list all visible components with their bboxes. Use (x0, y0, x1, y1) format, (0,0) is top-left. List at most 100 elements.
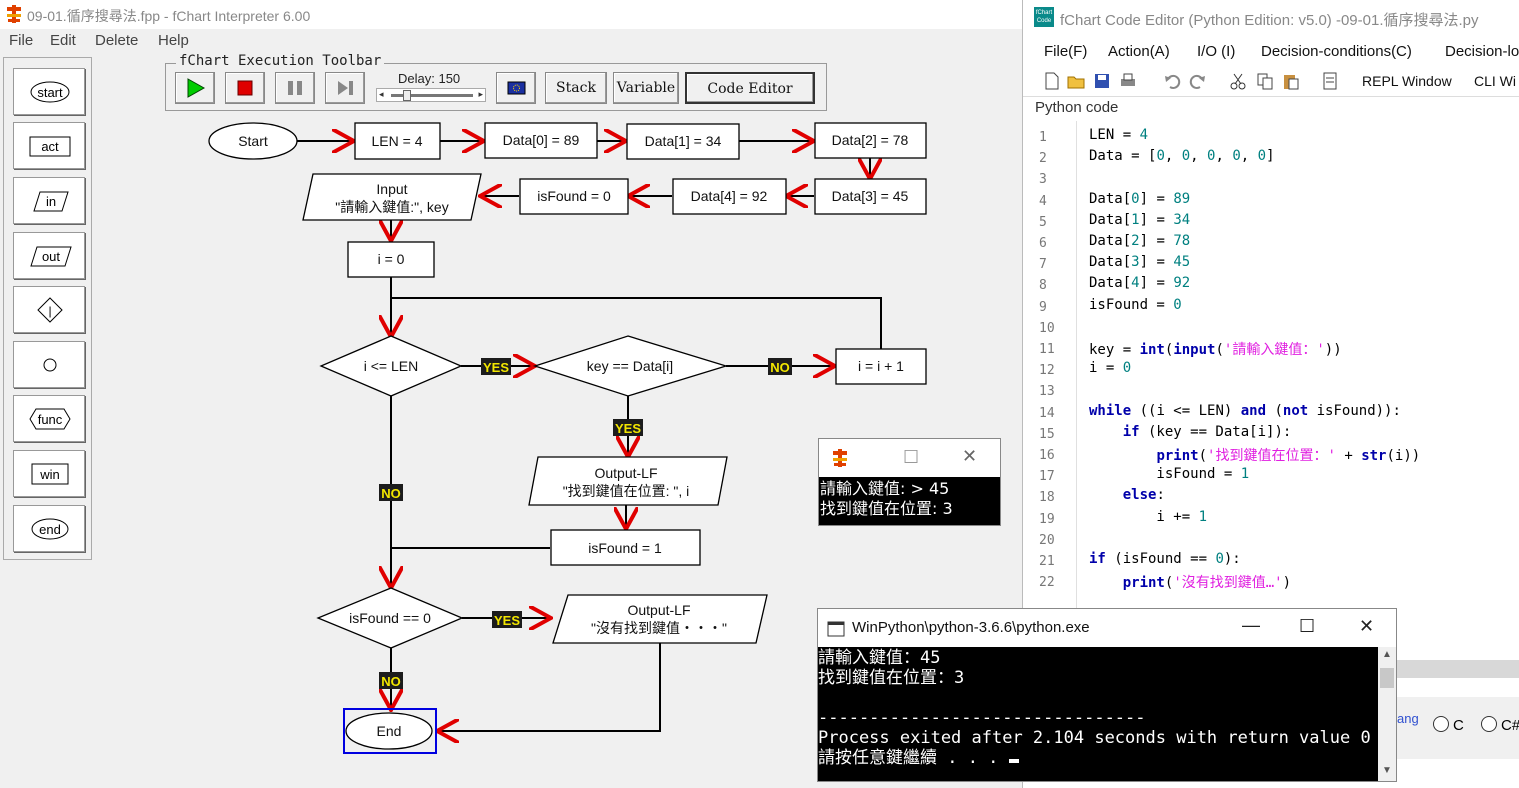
palette-in-button[interactable]: in (13, 177, 85, 224)
code-line[interactable]: isFound = 1 (1089, 466, 1250, 482)
code-line[interactable]: Data[4] = 92 (1089, 275, 1191, 291)
code-line[interactable]: i += 1 (1089, 509, 1208, 525)
code-line[interactable]: else: (1122, 487, 1165, 503)
scroll-thumb[interactable] (1380, 668, 1394, 688)
palette-connector-button[interactable] (13, 341, 85, 388)
palette-win-label: win (39, 467, 60, 482)
menu-file[interactable]: File (9, 32, 34, 49)
code-line[interactable]: while ((i <= LEN) and (not isFound)): (1089, 403, 1401, 419)
data2-node-label: Data[2] = 78 (832, 132, 909, 148)
code-line[interactable]: isFound = 0 (1089, 297, 1182, 313)
redo-icon[interactable] (1189, 72, 1207, 90)
pause-button[interactable] (275, 72, 315, 104)
delay-slider[interactable]: ◂ ▸ (376, 88, 486, 102)
menu-decision-loops[interactable]: Decision-lo (1445, 43, 1519, 60)
output2-node-label-1: Output-LF (627, 602, 690, 618)
code-line[interactable]: Data[2] = 78 (1089, 233, 1191, 249)
menu-delete[interactable]: Delete (95, 32, 139, 49)
cond2-node (532, 335, 729, 397)
line-number: 3 (1039, 172, 1047, 187)
code-line[interactable]: LEN = 4 (1089, 127, 1149, 143)
menu-help[interactable]: Help (158, 32, 189, 49)
copy-icon[interactable] (1256, 72, 1274, 90)
fchart-code-icon: fChart Code (1034, 7, 1054, 27)
palette-act-label: act (41, 139, 59, 154)
close-icon[interactable]: ✕ (1359, 616, 1375, 636)
code-editor-button[interactable]: Code Editor (685, 72, 815, 104)
code-line[interactable]: if (isFound == 0): (1089, 551, 1241, 567)
output2-node-label-2: "沒有找到鍵值・・・" (591, 620, 727, 636)
isfound0-node-label: isFound = 0 (537, 188, 611, 204)
menu-decision-conditions[interactable]: Decision-conditions(C) (1261, 43, 1412, 60)
delay-slider-thumb[interactable] (403, 90, 411, 101)
radio-csharp[interactable] (1481, 716, 1497, 732)
loop-back-line (391, 297, 882, 349)
code-line[interactable]: i = 0 (1089, 360, 1132, 376)
document-icon[interactable] (1321, 72, 1339, 90)
data3-node (814, 178, 927, 215)
cond3-node-label: isFound == 0 (349, 610, 431, 626)
cut-icon[interactable] (1229, 72, 1247, 90)
undo-icon[interactable] (1163, 72, 1181, 90)
palette-act-button[interactable]: act (13, 122, 85, 169)
flag-button[interactable] (496, 72, 536, 104)
variable-button[interactable]: Variable (613, 72, 679, 104)
line-number: 19 (1039, 512, 1055, 527)
line-number: 2 (1039, 151, 1047, 166)
new-file-icon[interactable] (1043, 72, 1061, 90)
palette-out-button[interactable]: out (13, 232, 85, 279)
palette-func-button[interactable]: func (13, 395, 85, 442)
code-line[interactable]: if (key == Data[i]): (1122, 424, 1292, 440)
step-icon (338, 81, 353, 95)
palette-decision-button[interactable]: | (13, 286, 85, 333)
python-console-title: WinPython\python-3.6.6\python.exe (852, 619, 1090, 636)
palette-end-button[interactable]: end (13, 505, 85, 552)
paste-icon[interactable] (1282, 72, 1300, 90)
yes-label-cond3: YES (494, 613, 520, 628)
palette-start-label: start (37, 85, 63, 100)
maximize-icon[interactable]: ☐ (1299, 616, 1316, 636)
cursor (1008, 759, 1019, 763)
menu-file-f[interactable]: File(F) (1044, 43, 1088, 60)
step-button[interactable] (325, 72, 365, 104)
code-line[interactable]: print('沒有找到鍵值…') (1122, 575, 1292, 591)
function-shape-icon: func (29, 408, 71, 430)
cli-window-button[interactable]: CLI Wi (1474, 73, 1516, 89)
line-number: 20 (1039, 533, 1055, 548)
radio-c[interactable] (1433, 716, 1449, 732)
scroll-down-icon[interactable]: ▼ (1382, 765, 1392, 776)
maximize-icon[interactable]: ☐ (903, 447, 920, 467)
print-icon[interactable] (1119, 72, 1137, 90)
menu-io[interactable]: I/O (I) (1197, 43, 1236, 60)
code-line[interactable]: Data[3] = 45 (1089, 254, 1191, 270)
execution-toolbar-title: fChart Execution Toolbar (176, 53, 385, 69)
menu-action[interactable]: Action(A) (1108, 43, 1170, 60)
repl-window-button[interactable]: REPL Window (1362, 73, 1452, 89)
palette-in-label: in (46, 194, 56, 209)
interpreter-window: 09-01.循序搜尋法.fpp - fChart Interpreter 6.0… (0, 0, 1022, 754)
palette-win-button[interactable]: win (13, 450, 85, 497)
code-line[interactable]: key = int(input('請輸入鍵值：')) (1089, 342, 1342, 358)
inc-node-label: i = i + 1 (858, 358, 904, 374)
menu-edit[interactable]: Edit (50, 32, 76, 49)
terminal-end-shape-icon: end (31, 518, 69, 540)
code-line[interactable]: print('找到鍵值在位置：' + str(i)) (1156, 448, 1421, 464)
horizontal-scrollbar[interactable] (1397, 660, 1519, 678)
minimize-icon[interactable]: — (1242, 615, 1260, 635)
palette-start-button[interactable]: start (13, 68, 85, 115)
save-icon[interactable] (1093, 72, 1111, 90)
run-button[interactable] (175, 72, 215, 104)
close-icon[interactable]: ✕ (962, 446, 978, 466)
scroll-up-icon[interactable]: ▲ (1382, 649, 1392, 660)
open-folder-icon[interactable] (1067, 72, 1085, 90)
console-scrollbar[interactable]: ▲ ▼ (1378, 647, 1396, 781)
line-number: 13 (1039, 384, 1055, 399)
stack-button[interactable]: Stack (545, 72, 607, 104)
code-line[interactable]: Data[1] = 34 (1089, 212, 1191, 228)
radio-csharp-label: C# (1501, 717, 1519, 734)
no-label-cond3: NO (381, 674, 401, 689)
stop-button[interactable] (225, 72, 265, 104)
code-line[interactable]: Data[0] = 89 (1089, 191, 1191, 207)
code-line[interactable]: Data = [0, 0, 0, 0, 0] (1089, 148, 1275, 164)
data4-node-label: Data[4] = 92 (691, 188, 768, 204)
